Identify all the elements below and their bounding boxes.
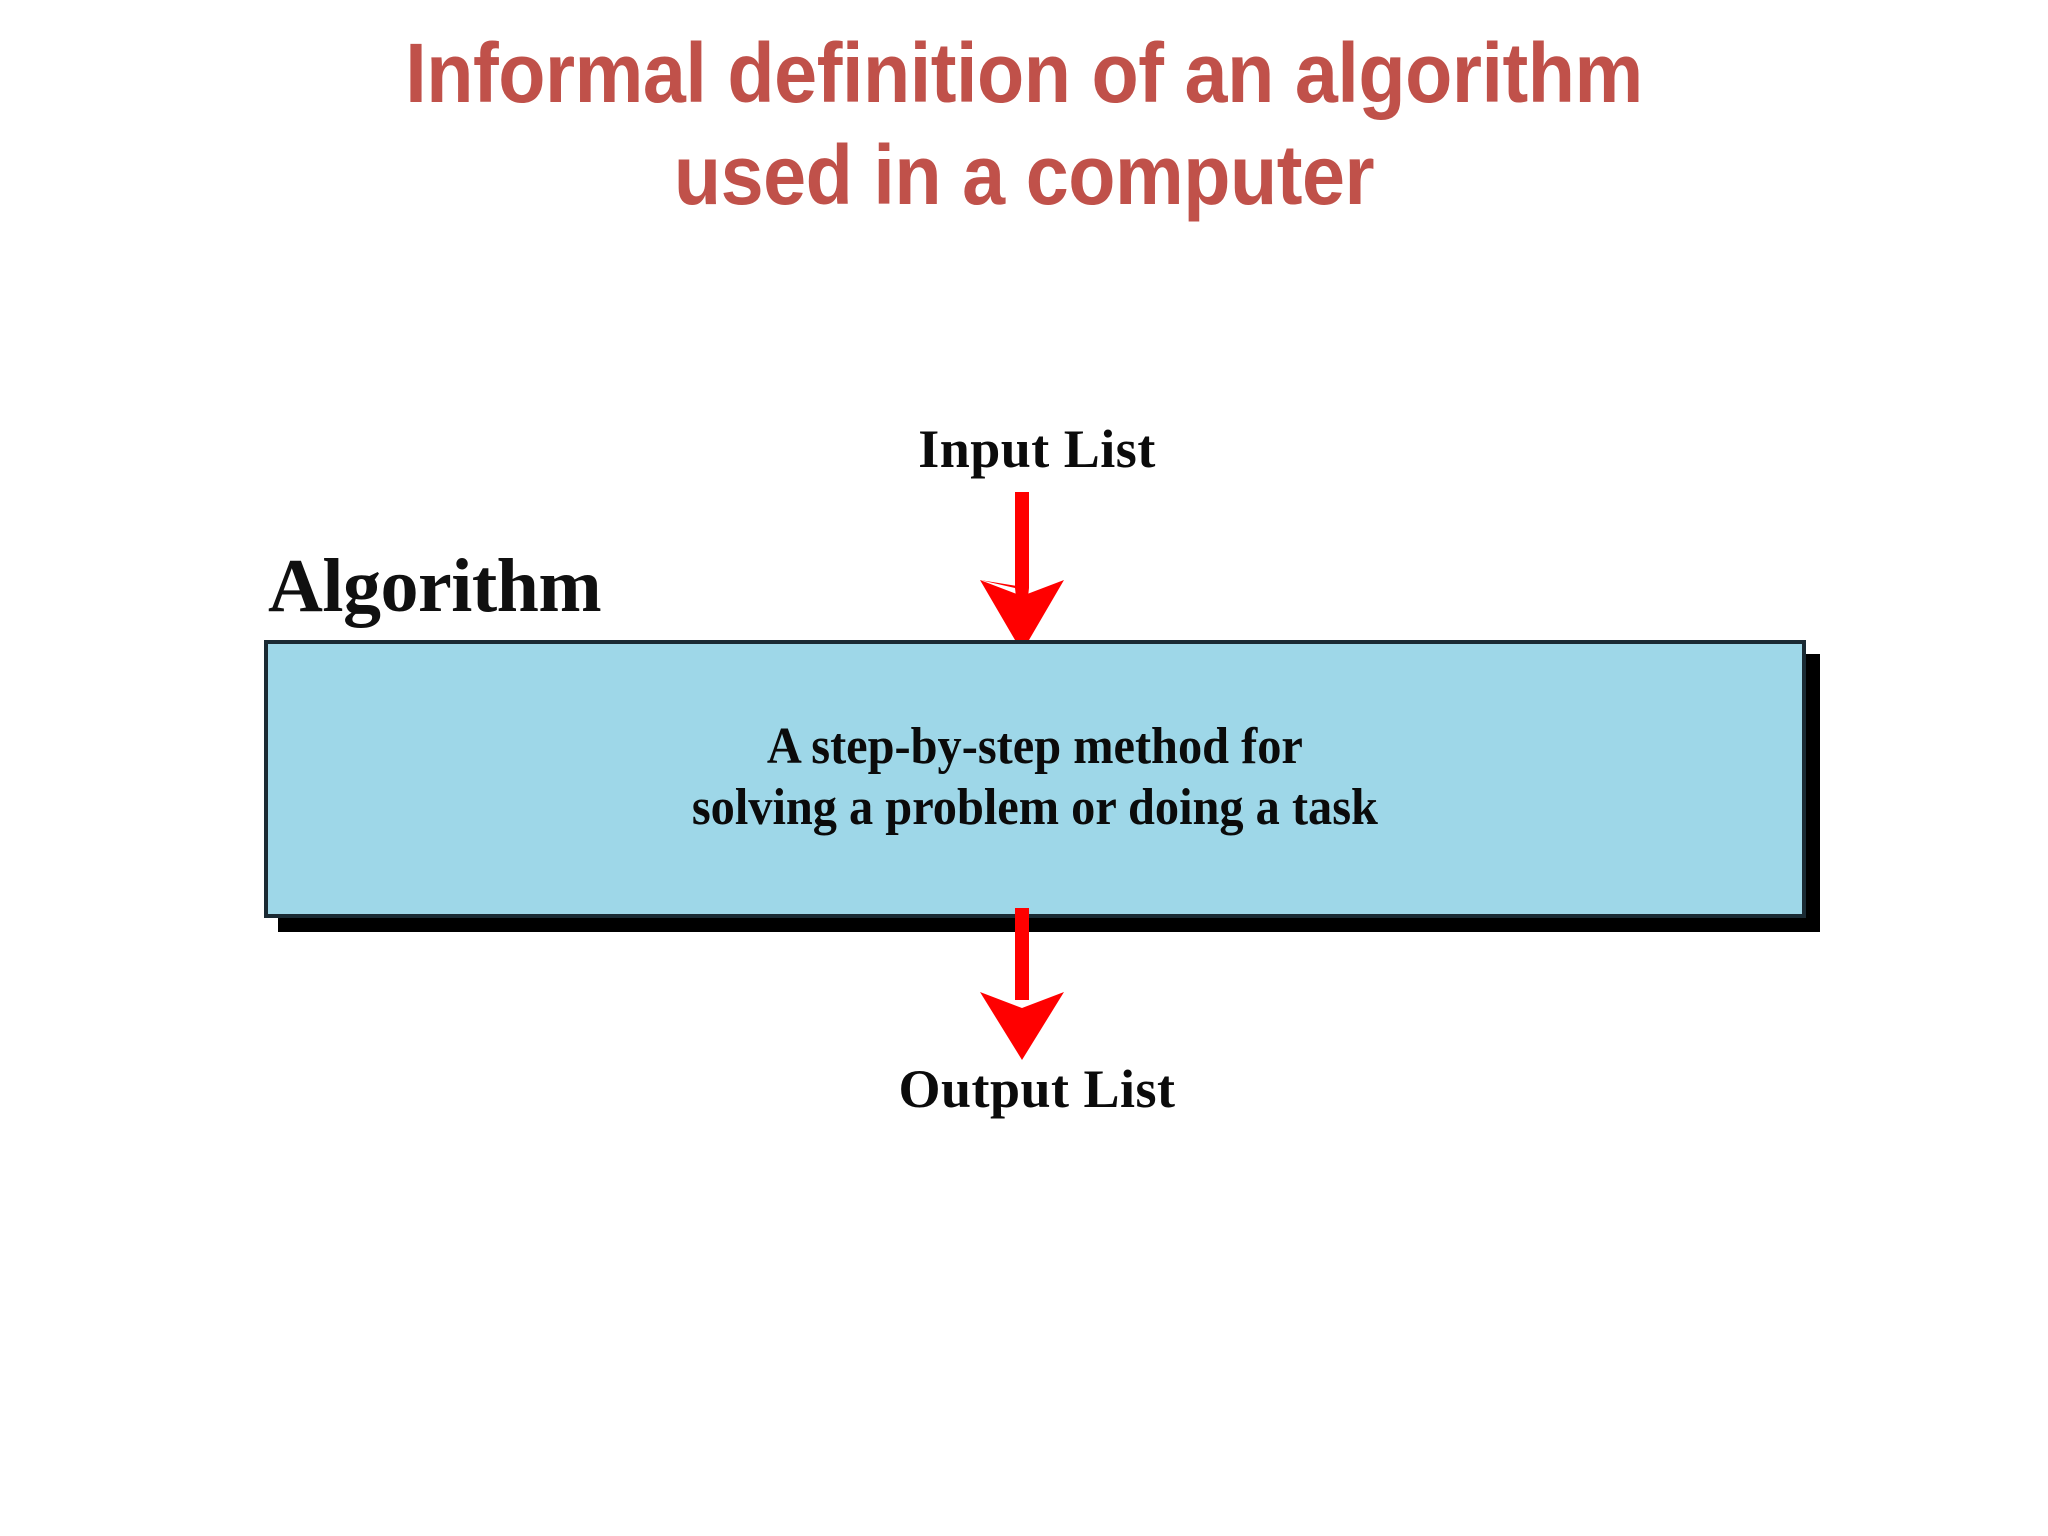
output-down-arrow-icon [947, 908, 1097, 1060]
down-arrow-icon [980, 492, 1064, 652]
algorithm-caption: Algorithm [268, 544, 602, 628]
page-title: Informal definition of an algorithm used… [405, 26, 1643, 223]
input-list-label: Input List [918, 419, 1156, 479]
algorithm-box-group: A step-by-step method for solving a prob… [264, 640, 1820, 932]
algorithm-box-text: A step-by-step method for solving a prob… [691, 717, 1379, 836]
down-arrow-icon [980, 908, 1064, 1060]
algorithm-box: A step-by-step method for solving a prob… [264, 640, 1806, 918]
output-list-label: Output List [898, 1059, 1176, 1119]
input-down-arrow-icon [947, 492, 1097, 652]
